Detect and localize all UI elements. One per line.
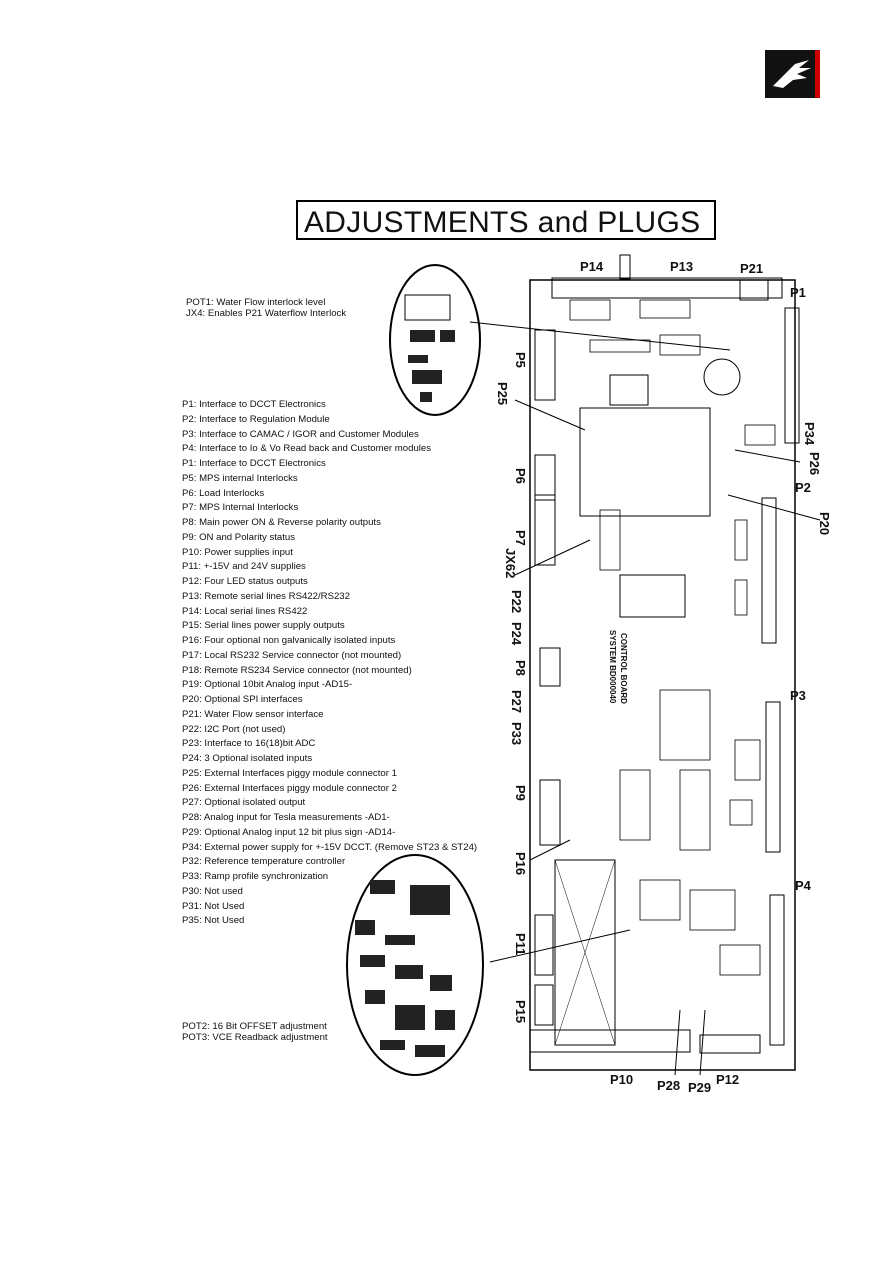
plug-item: P7: MPS Internal Interlocks: [182, 502, 299, 514]
plug-item: P26: External Interfaces piggy module co…: [182, 782, 397, 794]
pot-bottom-line: POT2: 16 Bit OFFSET adjustment: [182, 1021, 327, 1032]
plug-item: P5: MPS internal Interlocks: [182, 472, 298, 484]
plug-item: P14: Local serial lines RS422: [182, 605, 308, 617]
label-p14: P14: [580, 259, 604, 274]
plug-item: P1: Interface to DCCT Electronics: [182, 399, 326, 410]
page-title: ADJUSTMENTS and PLUGS: [304, 206, 701, 239]
plug-item: P6: Load Interlocks: [182, 487, 265, 499]
label-p34: P34: [802, 422, 817, 446]
label-p11: P11: [513, 933, 528, 956]
plug-item: P19: Optional 10bit Analog input -AD15-: [182, 679, 353, 691]
pot-bottom-notes: POT2: 16 Bit OFFSET adjustment POT3: VCE…: [182, 1021, 328, 1043]
label-p4: P4: [795, 878, 811, 893]
plug-item: P12: Four LED status outputs: [182, 576, 308, 587]
plug-item: P9: ON and Polarity status: [182, 531, 296, 543]
plug-item: P4: Interface to Io & Vo Read back and C…: [182, 443, 432, 455]
plug-item: P30: Not used: [182, 885, 243, 897]
plug-item: P2: Interface to Regulation Module: [182, 413, 330, 425]
label-p28: P28: [657, 1078, 681, 1093]
plug-item: P10: Power supplies input: [182, 546, 293, 558]
plug-item: P35: Not Used: [182, 915, 245, 927]
label-p6: P6: [513, 468, 528, 484]
plug-item: P3: Interface to CAMAC / IGOR and Custom…: [182, 428, 419, 440]
plug-item: P15: Serial lines power supply outputs: [182, 620, 345, 632]
plug-item: P32: Reference temperature controller: [182, 856, 346, 868]
page-title-box: ADJUSTMENTS and PLUGS: [296, 200, 716, 240]
label-p22: P22: [509, 590, 524, 614]
pot-top-line: POT1: Water Flow interlock level: [186, 297, 326, 308]
label-p9: P9: [513, 785, 528, 801]
label-p3: P3: [790, 688, 806, 703]
label-p21: P21: [740, 261, 764, 276]
label-p7: P7: [513, 530, 528, 546]
pot-top-notes: POT1: Water Flow interlock level JX4: En…: [186, 297, 346, 319]
plug-item: P28: Analog input for Tesla measurements…: [182, 812, 390, 823]
plug-item: P20: Optional SPI interfaces: [182, 694, 303, 705]
label-p1: P1: [790, 285, 806, 300]
pot-bottom-line: POT3: VCE Readback adjustment: [182, 1032, 328, 1043]
label-p27: P27: [509, 690, 524, 714]
plug-item: P17: Local RS232 Service connector (not …: [182, 649, 402, 661]
label-p20: P20: [817, 512, 832, 536]
plug-item: P18: Remote RS234 Service connector (not…: [182, 664, 412, 676]
label-p15: P15: [513, 1000, 528, 1024]
plug-item: P34: External power supply for +-15V DCC…: [182, 841, 478, 853]
plug-item: P16: Four optional non galvanically isol…: [182, 635, 396, 646]
plug-item: P25: External Interfaces piggy module co…: [182, 767, 397, 779]
label-p24: P24: [509, 622, 524, 646]
label-p5: P5: [513, 352, 528, 368]
plug-item: P1: Interface to DCCT Electronics: [182, 458, 326, 469]
label-p26: P26: [807, 452, 822, 476]
plug-item: P13: Remote serial lines RS422/RS232: [182, 590, 350, 602]
label-p33: P33: [509, 722, 524, 746]
label-p8: P8: [513, 660, 528, 676]
label-p16: P16: [513, 852, 528, 876]
plug-item: P8: Main power ON & Reverse polarity out…: [182, 517, 381, 528]
label-p13: P13: [670, 259, 694, 274]
label-p25: P25: [495, 382, 510, 406]
plug-item: P11: +-15V and 24V supplies: [182, 561, 306, 573]
label-system-id: SYSTEM BD000040: [608, 630, 617, 704]
plug-item: P33: Ramp profile synchronization: [182, 871, 329, 882]
label-jx62: JX62: [503, 548, 518, 579]
plug-item: P21: Water Flow sensor interface: [182, 708, 324, 720]
plug-item: P22: I2C Port (not used): [182, 723, 286, 735]
label-p2: P2: [795, 480, 811, 495]
plug-item: P29: Optional Analog input 12 bit plus s…: [182, 826, 396, 838]
label-p10: P10: [610, 1072, 634, 1087]
plug-item: P31: Not Used: [182, 900, 245, 912]
label-p12: P12: [716, 1072, 740, 1087]
plug-item: P23: Interface to 16(18)bit ADC: [182, 738, 316, 750]
label-control-board: CONTROL BOARD: [619, 633, 628, 704]
pot-top-line: JX4: Enables P21 Waterflow Interlock: [186, 308, 347, 319]
plug-description-list: P1: Interface to DCCT Electronics P2: In…: [182, 398, 477, 929]
company-logo-icon: [765, 50, 820, 98]
plug-item: P27: Optional isolated output: [182, 797, 306, 809]
label-p29: P29: [688, 1080, 712, 1095]
plug-item: P24: 3 Optional isolated inputs: [182, 753, 313, 764]
